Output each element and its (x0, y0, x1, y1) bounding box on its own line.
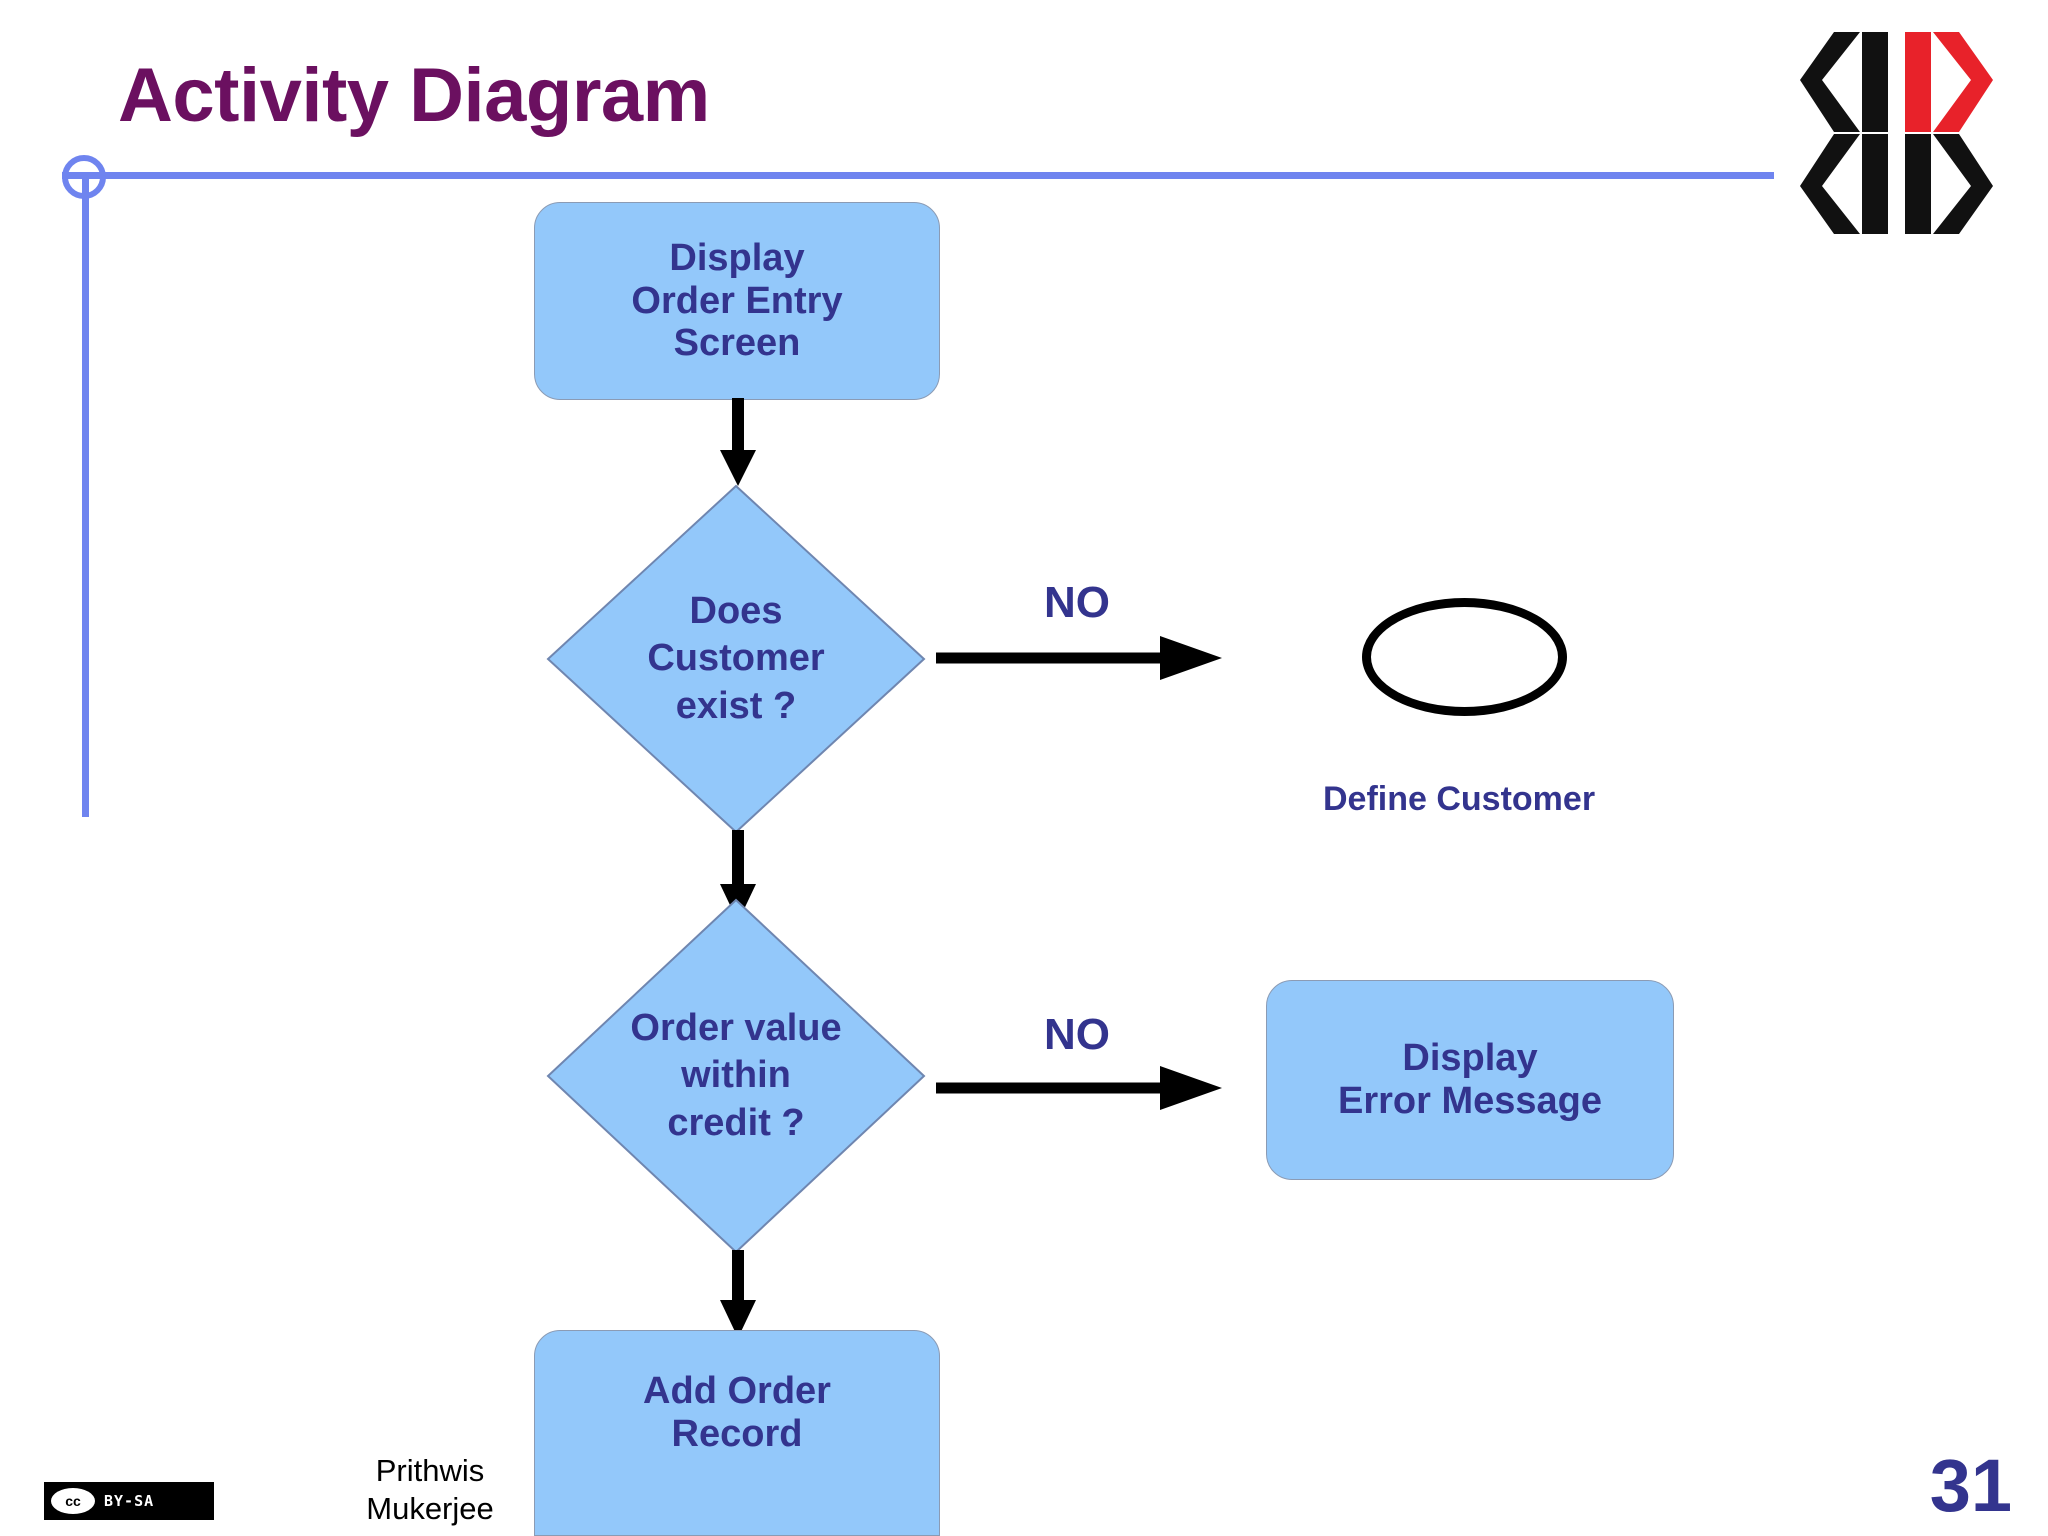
node-label: Display Order Entry Screen (631, 237, 843, 365)
node-define-customer-caption: Define Customer (1323, 780, 1596, 818)
node-add-order-record[interactable]: Add Order Record (534, 1330, 940, 1536)
cc-license-text: BY-SA (104, 1492, 155, 1510)
connector-credit-check-to-add-order (720, 1250, 756, 1338)
node-display-error-message[interactable]: Display Error Message (1266, 980, 1674, 1180)
node-order-value-within-credit[interactable]: Order value within credit ? (546, 898, 926, 1254)
edge-label-no-customer: NO (1044, 578, 1110, 627)
node-label: Display Error Message (1337, 1037, 1602, 1122)
node-display-order-entry-screen[interactable]: Display Order Entry Screen (534, 202, 940, 400)
divider-joint-circle-icon (62, 155, 106, 199)
node-label: Add Order Record (643, 1370, 831, 1455)
node-does-customer-exist[interactable]: Does Customer exist ? (546, 484, 926, 834)
brand-logo (1800, 28, 2005, 238)
connector-customer-check-no-branch (936, 636, 1222, 680)
creative-commons-badge[interactable]: cc BY-SA (44, 1482, 214, 1520)
cc-icon: cc (51, 1488, 95, 1514)
connector-credit-check-no-branch (936, 1066, 1222, 1110)
sidebar-divider (82, 172, 89, 817)
author-credit: Prithwis Mukerjee (366, 1453, 494, 1526)
node-define-customer[interactable] (1362, 598, 1567, 716)
page-title: Activity Diagram (118, 53, 710, 138)
connector-entry-to-customer-check (720, 398, 756, 486)
page-number: 31 (1929, 1444, 2012, 1527)
header-divider (62, 172, 1774, 179)
edge-label-no-credit: NO (1044, 1010, 1110, 1059)
